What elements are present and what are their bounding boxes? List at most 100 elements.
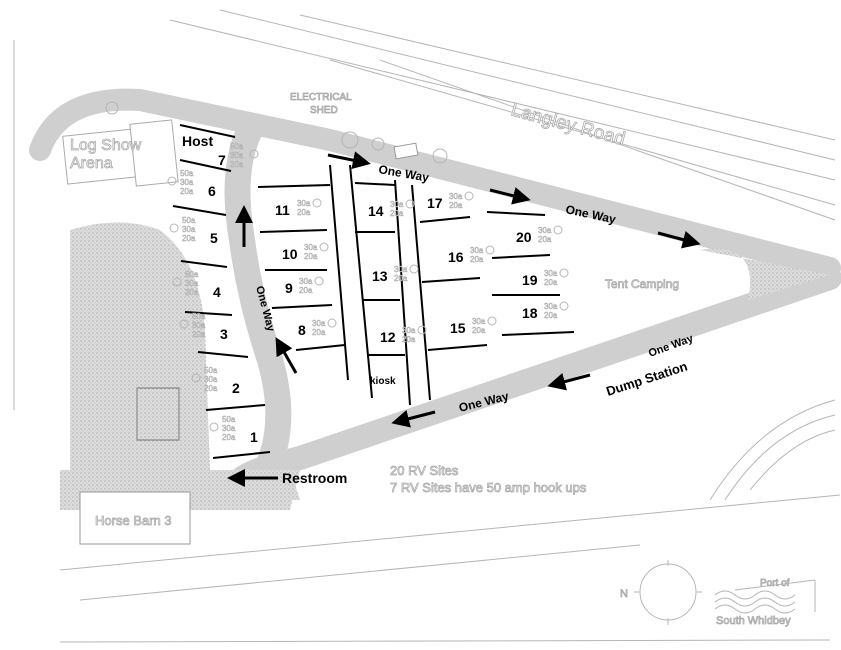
- site-divider-line: [295, 344, 346, 351]
- electrical-shed-label-1: ELECTRICAL: [290, 92, 352, 103]
- site-17-label[interactable]: 17: [427, 195, 443, 211]
- port-of-south-whidbey-logo: Port of South Whidbey: [714, 578, 816, 627]
- hookup-20a: 20a: [230, 160, 244, 169]
- site-divider-line: [419, 216, 471, 223]
- hookup-20a: 20a: [538, 235, 552, 244]
- hookup-30a: 30a: [472, 317, 486, 326]
- kiosk-label: kiosk: [370, 376, 396, 387]
- background-linework: [13, 9, 841, 643]
- hookup-50a: 50a: [222, 415, 236, 424]
- direction-arrow-icon: [275, 337, 298, 374]
- hookup-pedestal-icon: [191, 373, 201, 383]
- site-7-label[interactable]: 7: [218, 152, 226, 168]
- direction-arrow-icon: [391, 410, 436, 428]
- hookup-30a: 30a: [222, 424, 236, 433]
- site-2-label[interactable]: 2: [232, 380, 240, 396]
- log-show-arena-label-2: Arena: [70, 155, 113, 172]
- hookup-50a: 50a: [192, 312, 206, 321]
- hookup-30a: 30a: [538, 226, 552, 235]
- site-divider-line: [197, 351, 249, 358]
- hookup-20a: 20a: [182, 234, 196, 243]
- hookup-30a: 30a: [182, 225, 196, 234]
- site-dividers: [172, 124, 575, 459]
- hookup-20a: 20a: [180, 187, 194, 196]
- hookup-20a: 20a: [394, 274, 408, 283]
- site-12-label[interactable]: 12: [380, 329, 396, 345]
- hookup-20a: 20a: [204, 384, 218, 393]
- compass-north-label: N: [620, 588, 628, 600]
- hookup-30a: 30a: [544, 302, 558, 311]
- note-rv-sites: 20 RV Sites: [390, 463, 459, 478]
- hookup-30a: 30a: [185, 279, 199, 288]
- logo-text-1: Port of: [760, 578, 790, 589]
- site-8-label[interactable]: 8: [298, 322, 306, 338]
- site-divider-line: [329, 164, 349, 381]
- site-divider-line: [179, 124, 236, 138]
- site-14-label[interactable]: 14: [368, 203, 384, 219]
- hookup-pedestal-icon: [417, 325, 427, 335]
- site-13-label[interactable]: 13: [372, 268, 388, 284]
- site-9-label[interactable]: 9: [285, 280, 293, 296]
- site-15-label[interactable]: 15: [450, 320, 466, 336]
- hookup-50a: 50a: [180, 169, 194, 178]
- hookup-20a: 20a: [472, 326, 486, 335]
- tent-camping-label: Tent Camping: [605, 277, 679, 291]
- one-way-arrows: [227, 151, 701, 487]
- hookup-30a: 30a: [204, 375, 218, 384]
- hookup-pedestal-icon: [312, 198, 322, 208]
- site-divider-line: [421, 277, 481, 283]
- hookup-50a: 50a: [185, 270, 199, 279]
- site-divider-line: [349, 164, 373, 399]
- hookup-pedestal-icon: [179, 319, 189, 329]
- hookup-20a: 20a: [312, 328, 326, 337]
- hookup-30a: 30a: [297, 199, 311, 208]
- hookup-pedestal-icon: [559, 301, 569, 311]
- hookup-30a: 30a: [192, 321, 206, 330]
- hookup-pedestal-icon: [314, 276, 324, 286]
- site-10-label[interactable]: 10: [282, 246, 298, 262]
- direction-arrow-icon: [657, 230, 701, 249]
- hookup-pedestal-icon: [209, 422, 219, 432]
- site-6-label[interactable]: 6: [208, 183, 216, 199]
- hookup-30a: 30a: [304, 243, 318, 252]
- site-divider-line: [394, 179, 411, 406]
- hookup-20a: 20a: [402, 335, 416, 344]
- site-3-label[interactable]: 3: [220, 326, 228, 342]
- site-4-label[interactable]: 4: [213, 284, 221, 300]
- site-18-label[interactable]: 18: [522, 305, 538, 321]
- site-1-label[interactable]: 1: [250, 429, 258, 445]
- site-20-label[interactable]: 20: [516, 229, 532, 245]
- hookup-30a: 30a: [544, 269, 558, 278]
- site-divider-line: [205, 404, 266, 411]
- hookup-30a: 30a: [394, 265, 408, 274]
- hookup-pedestal-icon: [169, 223, 179, 233]
- logo-text-2: South Whidbey: [716, 615, 791, 627]
- hookup-30a: 30a: [449, 192, 463, 201]
- hookup-30a: 30a: [230, 151, 244, 160]
- hookup-50a: 50a: [182, 216, 196, 225]
- hookup-pedestal-icon: [319, 242, 329, 252]
- hookup-labels: 50a30a20a50a30a20a50a30a20a50a30a20a50a3…: [167, 142, 569, 442]
- hookup-20a: 20a: [192, 330, 206, 339]
- site-divider-line: [491, 254, 551, 259]
- site-divider-line: [411, 184, 431, 401]
- site-19-label[interactable]: 19: [522, 272, 538, 288]
- site-16-label[interactable]: 16: [448, 249, 464, 265]
- site-divider-line: [257, 184, 331, 188]
- direction-arrow-icon: [489, 187, 531, 205]
- hookup-20a: 20a: [185, 288, 199, 297]
- note-50-amp: 7 RV Sites have 50 amp hook ups: [390, 480, 587, 495]
- site-divider-line: [180, 260, 228, 268]
- site-11-label[interactable]: 11: [275, 202, 290, 218]
- hookup-20a: 20a: [297, 208, 311, 217]
- site-divider-line: [427, 344, 488, 351]
- hookup-50a: 50a: [204, 366, 218, 375]
- hookup-20a: 20a: [222, 433, 236, 442]
- site-divider-line: [501, 331, 575, 336]
- hookup-pedestal-icon: [172, 277, 182, 287]
- site-divider-line: [184, 311, 233, 316]
- hookup-pedestal-icon: [553, 225, 563, 235]
- hookup-20a: 20a: [390, 209, 404, 218]
- site-5-label[interactable]: 5: [210, 230, 218, 246]
- hookup-20a: 20a: [470, 255, 484, 264]
